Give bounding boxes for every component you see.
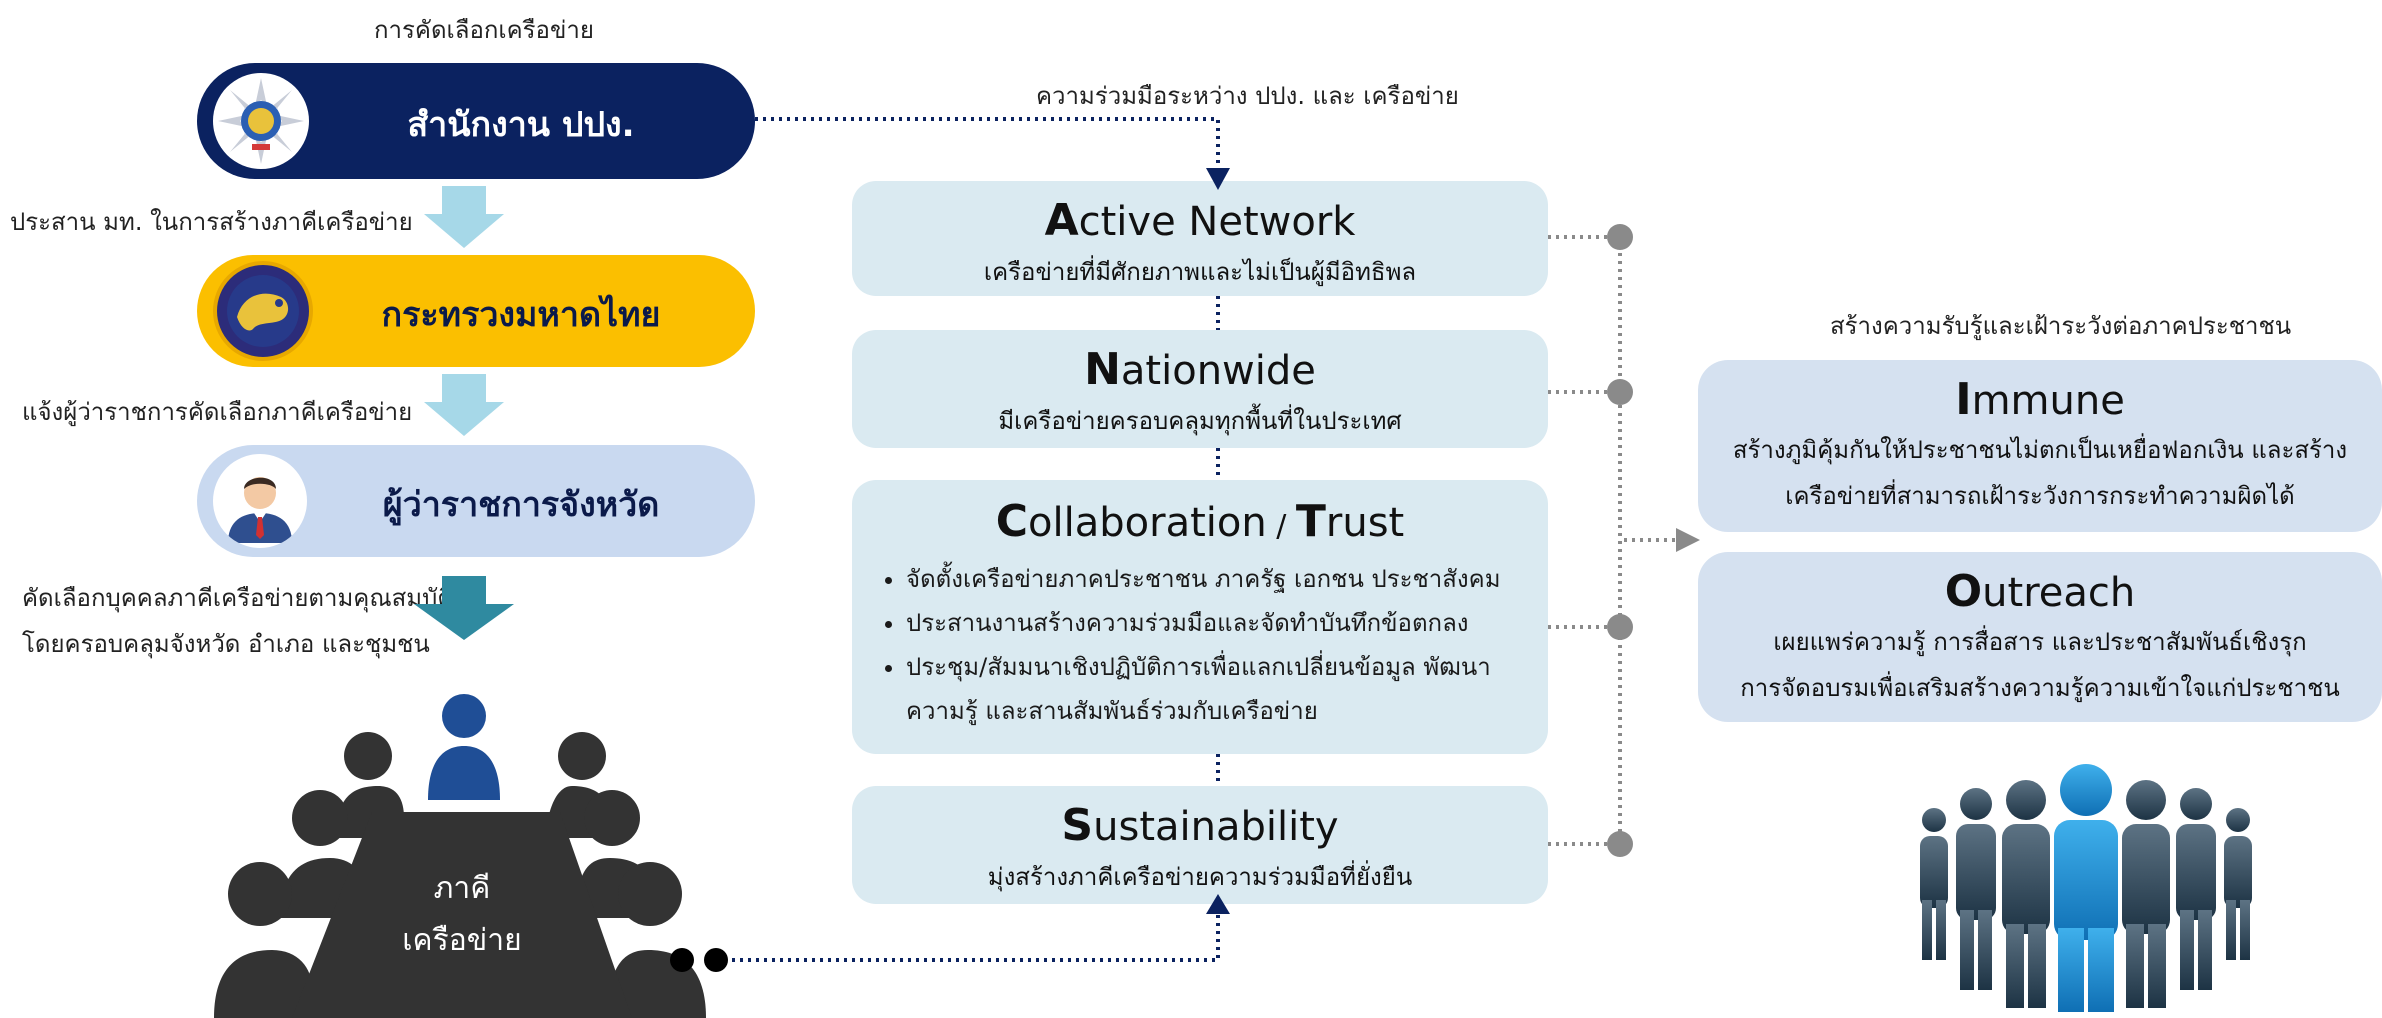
- active-network-title: Active Network: [1044, 195, 1356, 246]
- arrow-down-2: [424, 374, 504, 436]
- ministry-label: กระทรวงมหาดไทย: [381, 295, 661, 335]
- sustainability-title: Sustainability: [1061, 800, 1339, 851]
- step2-caption: แจ้งผู้ว่าราชการคัดเลือกภาคีเครือข่าย: [22, 398, 413, 426]
- sustainability-sub: มุ่งสร้างภาคีเครือข่ายความร่วมมือที่ยั่ง…: [987, 863, 1413, 891]
- ministry-pill: กระทรวงมหาดไทย: [197, 255, 755, 367]
- office-label: สำนักงาน ปปง.: [407, 105, 635, 145]
- ministry-seal-icon: [213, 261, 313, 361]
- immune-title: Immune: [1955, 374, 2125, 425]
- active-network-sub: เครือข่ายที่มีศักยภาพและไม่เป็นผู้มีอิทธ…: [983, 258, 1417, 286]
- amlo-emblem-icon: [213, 73, 309, 169]
- collab-bullet-1: จัดตั้งเครือข่ายภาคประชาชน ภาครัฐ เอกชน …: [906, 557, 1508, 601]
- collaboration-bullets: จัดตั้งเครือข่ายภาคประชาชน ภาครัฐ เอกชน …: [900, 557, 1548, 733]
- active-network-box: Active Network เครือข่ายที่มีศักยภาพและไ…: [852, 181, 1548, 296]
- right-caption: สร้างความรับรู้และเฝ้าระวังต่อภาคประชาชน: [1830, 312, 2292, 340]
- immune-box: Immune สร้างภูมิคุ้มกันให้ประชาชนไม่ตกเป…: [1698, 360, 2382, 532]
- governor-pill: ผู้ว่าราชการจังหวัด: [197, 445, 755, 557]
- nationwide-sub: มีเครือข่ายครอบคลุมทุกพื้นที่ในประเทศ: [998, 407, 1402, 435]
- outreach-line2: การจัดอบรมเพื่อเสริมสร้างความรู้ความเข้า…: [1740, 674, 2340, 702]
- governor-avatar-icon: [213, 454, 307, 548]
- meeting-people-icon: ภาคี เครือข่าย: [214, 694, 706, 1018]
- outreach-line1: เผยแพร่ความรู้ การสื่อสาร และประชาสัมพัน…: [1773, 628, 2307, 656]
- outreach-title: Outreach: [1944, 566, 2136, 617]
- collab-caption: ความร่วมมือระหว่าง ปปง. และ เครือข่าย: [1036, 82, 1459, 110]
- step3-caption-line2: โดยครอบคลุมจังหวัด อำเภอ และชุมชน: [22, 630, 430, 658]
- step1-caption: ประสาน มท. ในการสร้างภาคีเครือข่าย: [10, 208, 413, 236]
- immune-line1: สร้างภูมิคุ้มกันให้ประชาชนไม่ตกเป็นเหยื่…: [1732, 436, 2348, 464]
- network-table-line2: เครือข่าย: [402, 923, 521, 958]
- collaboration-trust-box: Collaboration / Trust จัดตั้งเครือข่ายภา…: [852, 480, 1548, 754]
- governor-label: ผู้ว่าราชการจังหวัด: [382, 485, 660, 525]
- outreach-box: Outreach เผยแพร่ความรู้ การสื่อสาร และปร…: [1698, 552, 2382, 722]
- nationwide-box: Nationwide มีเครือข่ายครอบคลุมทุกพื้นที่…: [852, 330, 1548, 448]
- network-table-line1: ภาคี: [434, 871, 491, 906]
- collaboration-trust-title: Collaboration / Trust: [995, 496, 1405, 547]
- office-pill: สำนักงาน ปปง.: [197, 63, 755, 179]
- step3-caption-line1: คัดเลือกบุคคลภาคีเครือข่ายตามคุณสมบัติ: [22, 584, 453, 612]
- sustainability-box: Sustainability มุ่งสร้างภาคีเครือข่ายควา…: [852, 786, 1548, 904]
- crowd-people-icon: [1920, 764, 2252, 1012]
- arrow-down-1: [424, 186, 504, 248]
- nationwide-title: Nationwide: [1084, 344, 1316, 395]
- collab-bullet-3: ประชุม/สัมมนาเชิงปฏิบัติการเพื่อแลกเปลี่…: [906, 645, 1508, 733]
- collab-bullet-2: ประสานงานสร้างความร่วมมือและจัดทำบันทึกข…: [906, 601, 1508, 645]
- immune-line2: เครือข่ายที่สามารถเฝ้าระวังการกระทำความผ…: [1785, 482, 2295, 510]
- selection-caption: การคัดเลือกเครือข่าย: [374, 16, 594, 44]
